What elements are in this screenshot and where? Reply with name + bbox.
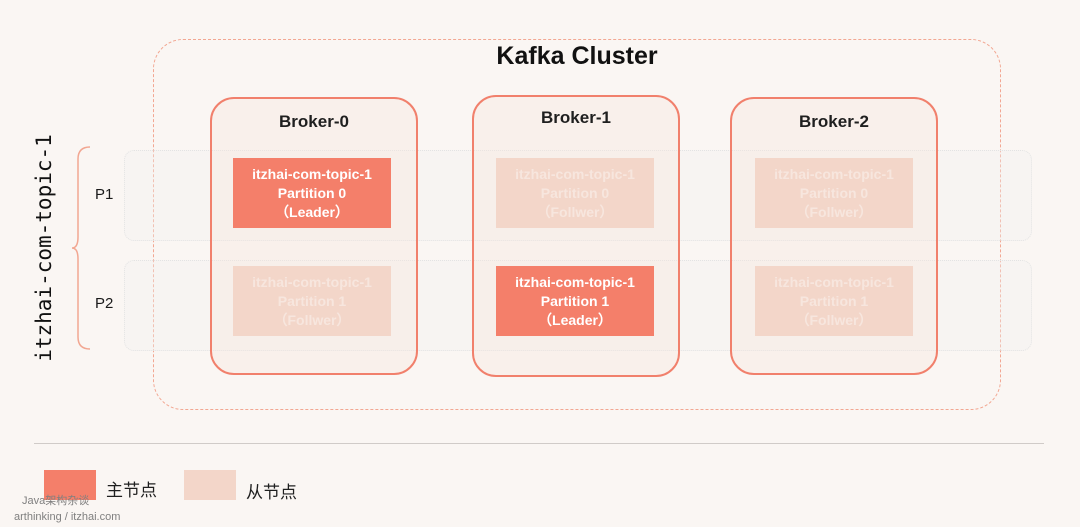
legend-follower-swatch — [184, 470, 236, 500]
partition-topic: itzhai-com-topic-1 — [515, 273, 635, 290]
broker-1-partition-0-follower: itzhai-com-topic-1 Partition 0 （Follwer） — [496, 158, 654, 228]
partition-role: （Follwer） — [536, 203, 614, 220]
broker-1-partition-1-leader: itzhai-com-topic-1 Partition 1 （Leader） — [496, 266, 654, 336]
partition-role: （Leader） — [275, 203, 349, 220]
broker-2-title: Broker-2 — [799, 112, 869, 131]
watermark-line2: arthinking / itzhai.com — [14, 511, 121, 523]
kafka-cluster-boundary — [153, 39, 1001, 410]
topic-label: itzhai-com-topic-1 — [32, 134, 56, 362]
broker-0-partition-0-leader: itzhai-com-topic-1 Partition 0 （Leader） — [233, 158, 391, 228]
watermark-line1: Java架构杂谈 — [22, 495, 90, 507]
partition-name: Partition 1 — [799, 292, 869, 309]
topic-brace — [71, 146, 91, 350]
broker-2-partition-0-follower: itzhai-com-topic-1 Partition 0 （Follwer） — [755, 158, 913, 228]
partition-topic: itzhai-com-topic-1 — [252, 273, 372, 290]
broker-0-title: Broker-0 — [279, 112, 349, 131]
partition-role: （Follwer） — [273, 311, 351, 328]
legend-leader-swatch — [44, 470, 96, 500]
partition-topic: itzhai-com-topic-1 — [515, 165, 635, 182]
partition-role: （Leader） — [538, 311, 612, 328]
partition-name: Partition 1 — [540, 292, 610, 309]
partition-role: （Follwer） — [795, 203, 873, 220]
legend-divider — [34, 443, 1044, 444]
partition-label-p2: P2 — [95, 295, 114, 312]
legend-leader-label: 主节点 — [106, 481, 157, 500]
cluster-title: Kafka Cluster — [496, 42, 658, 70]
partition-name: Partition 0 — [277, 184, 347, 201]
partition-name: Partition 0 — [540, 184, 610, 201]
partition-role: （Follwer） — [795, 311, 873, 328]
broker-1-title: Broker-1 — [541, 108, 611, 127]
partition-topic: itzhai-com-topic-1 — [252, 165, 372, 182]
partition-name: Partition 0 — [799, 184, 869, 201]
broker-2-partition-1-follower: itzhai-com-topic-1 Partition 1 （Follwer） — [755, 266, 913, 336]
partition-topic: itzhai-com-topic-1 — [774, 165, 894, 182]
broker-0-partition-1-follower: itzhai-com-topic-1 Partition 1 （Follwer） — [233, 266, 391, 336]
partition-topic: itzhai-com-topic-1 — [774, 273, 894, 290]
partition-label-p1: P1 — [95, 186, 114, 203]
legend-follower-label: 从节点 — [246, 483, 297, 502]
partition-name: Partition 1 — [277, 292, 347, 309]
